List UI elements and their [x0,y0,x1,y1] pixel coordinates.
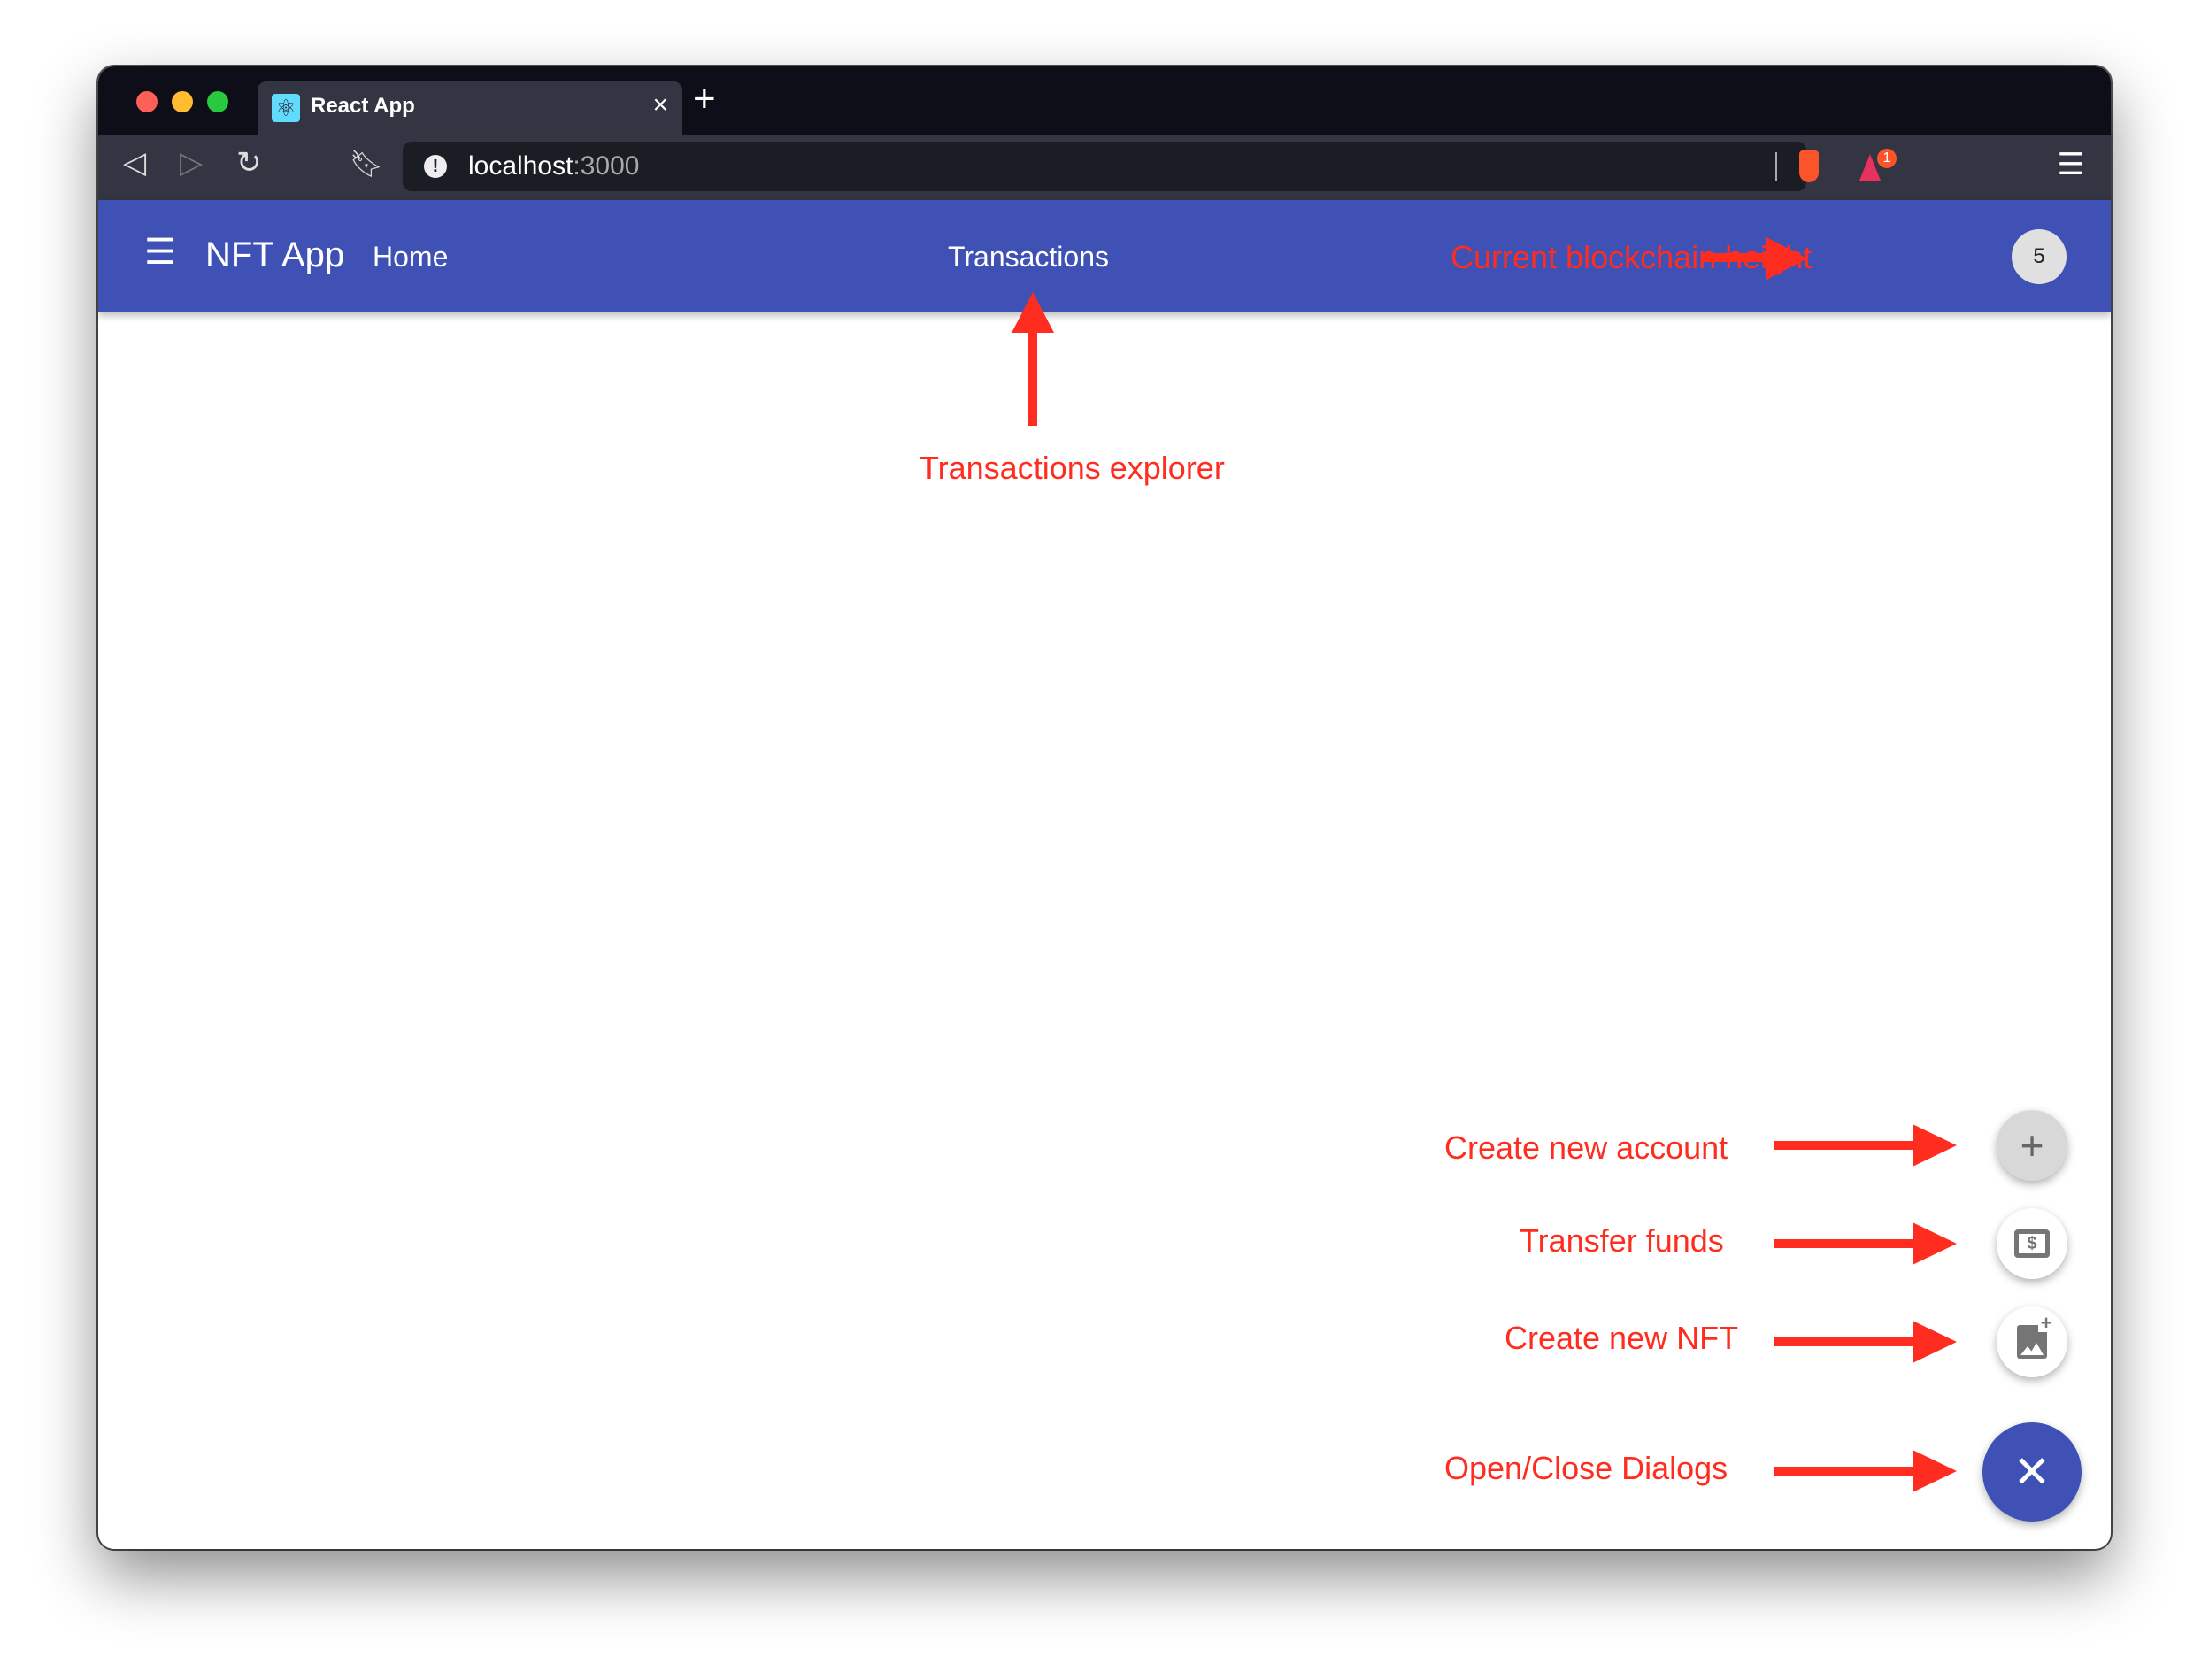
create-nft-button[interactable]: + [1997,1306,2067,1377]
annotation-transfer: Transfer funds [1520,1222,1724,1259]
close-tab-icon[interactable]: × [652,90,668,119]
url-port: :3000 [573,151,640,181]
annotation-arrowhead [1012,292,1054,333]
annotation-arrowhead [1766,237,1807,280]
url-text[interactable]: localhost:3000 [468,151,639,181]
annotation-arrow [1774,1141,1916,1150]
forward-icon[interactable]: ▷ [180,146,204,180]
add-photo-icon: + [2017,1314,2054,1359]
app-title: NFT App [205,235,345,274]
maximize-window-button[interactable] [207,91,228,112]
address-bar[interactable]: ! localhost:3000 1 [403,142,1897,191]
back-icon[interactable]: ◁ [123,146,147,180]
close-window-button[interactable] [136,91,158,112]
browser-menu-icon[interactable]: ☰ [2057,148,2084,181]
info-icon[interactable]: ! [424,155,447,178]
react-icon: ⚛ [272,94,300,122]
menu-icon[interactable]: ☰ [144,233,176,272]
annotation-arrow [1774,1467,1916,1476]
annotation-arrow [1701,253,1772,262]
brave-shields-icon[interactable] [1799,150,1819,182]
nav-home[interactable]: Home [373,241,449,273]
annotation-arrowhead [1913,1222,1957,1265]
block-height-badge[interactable]: 5 [2012,229,2067,284]
annotation-arrow [1028,330,1037,426]
tab-title: React App [311,94,415,118]
rewards-badge: 1 [1877,149,1897,168]
browser-tab[interactable]: ⚛ React App × [258,81,682,135]
new-tab-button[interactable]: + [693,77,716,120]
annotation-arrowhead [1913,1124,1957,1167]
annotation-toggle: Open/Close Dialogs [1444,1450,1728,1486]
url-host: localhost [468,151,573,181]
title-bar: ⚛ React App × + [98,66,2111,135]
create-account-button[interactable]: + [1997,1110,2067,1181]
app-bar: ☰ NFT App Home Transactions Current bloc… [98,200,2111,312]
bookmark-icon[interactable]: 🔖︎ [350,150,384,179]
reload-icon[interactable]: ↻ [236,146,262,180]
minimize-window-button[interactable] [172,91,193,112]
plus-icon: + [2020,1122,2044,1168]
money-icon: $ [2014,1229,2050,1258]
divider [1775,152,1777,181]
browser-toolbar: ◁ ▷ ↻ 🔖︎ ! localhost:3000 1 ☰ [98,135,2111,200]
annotation-arrowhead [1913,1321,1957,1363]
annotation-transactions: Transactions explorer [920,450,1225,486]
annotation-create-account: Create new account [1444,1129,1728,1166]
annotation-arrow [1774,1239,1916,1248]
annotation-arrowhead [1913,1450,1957,1492]
toggle-dialogs-button[interactable]: ✕ [1982,1422,2082,1522]
browser-window: ⚛ React App × + ◁ ▷ ↻ 🔖︎ ! localhost:300… [98,66,2111,1549]
transfer-funds-button[interactable]: $ [1997,1208,2067,1279]
nav-transactions[interactable]: Transactions [948,241,1109,273]
close-icon: ✕ [2013,1447,2051,1497]
annotation-create-nft: Create new NFT [1505,1320,1739,1356]
annotation-arrow [1774,1337,1916,1346]
